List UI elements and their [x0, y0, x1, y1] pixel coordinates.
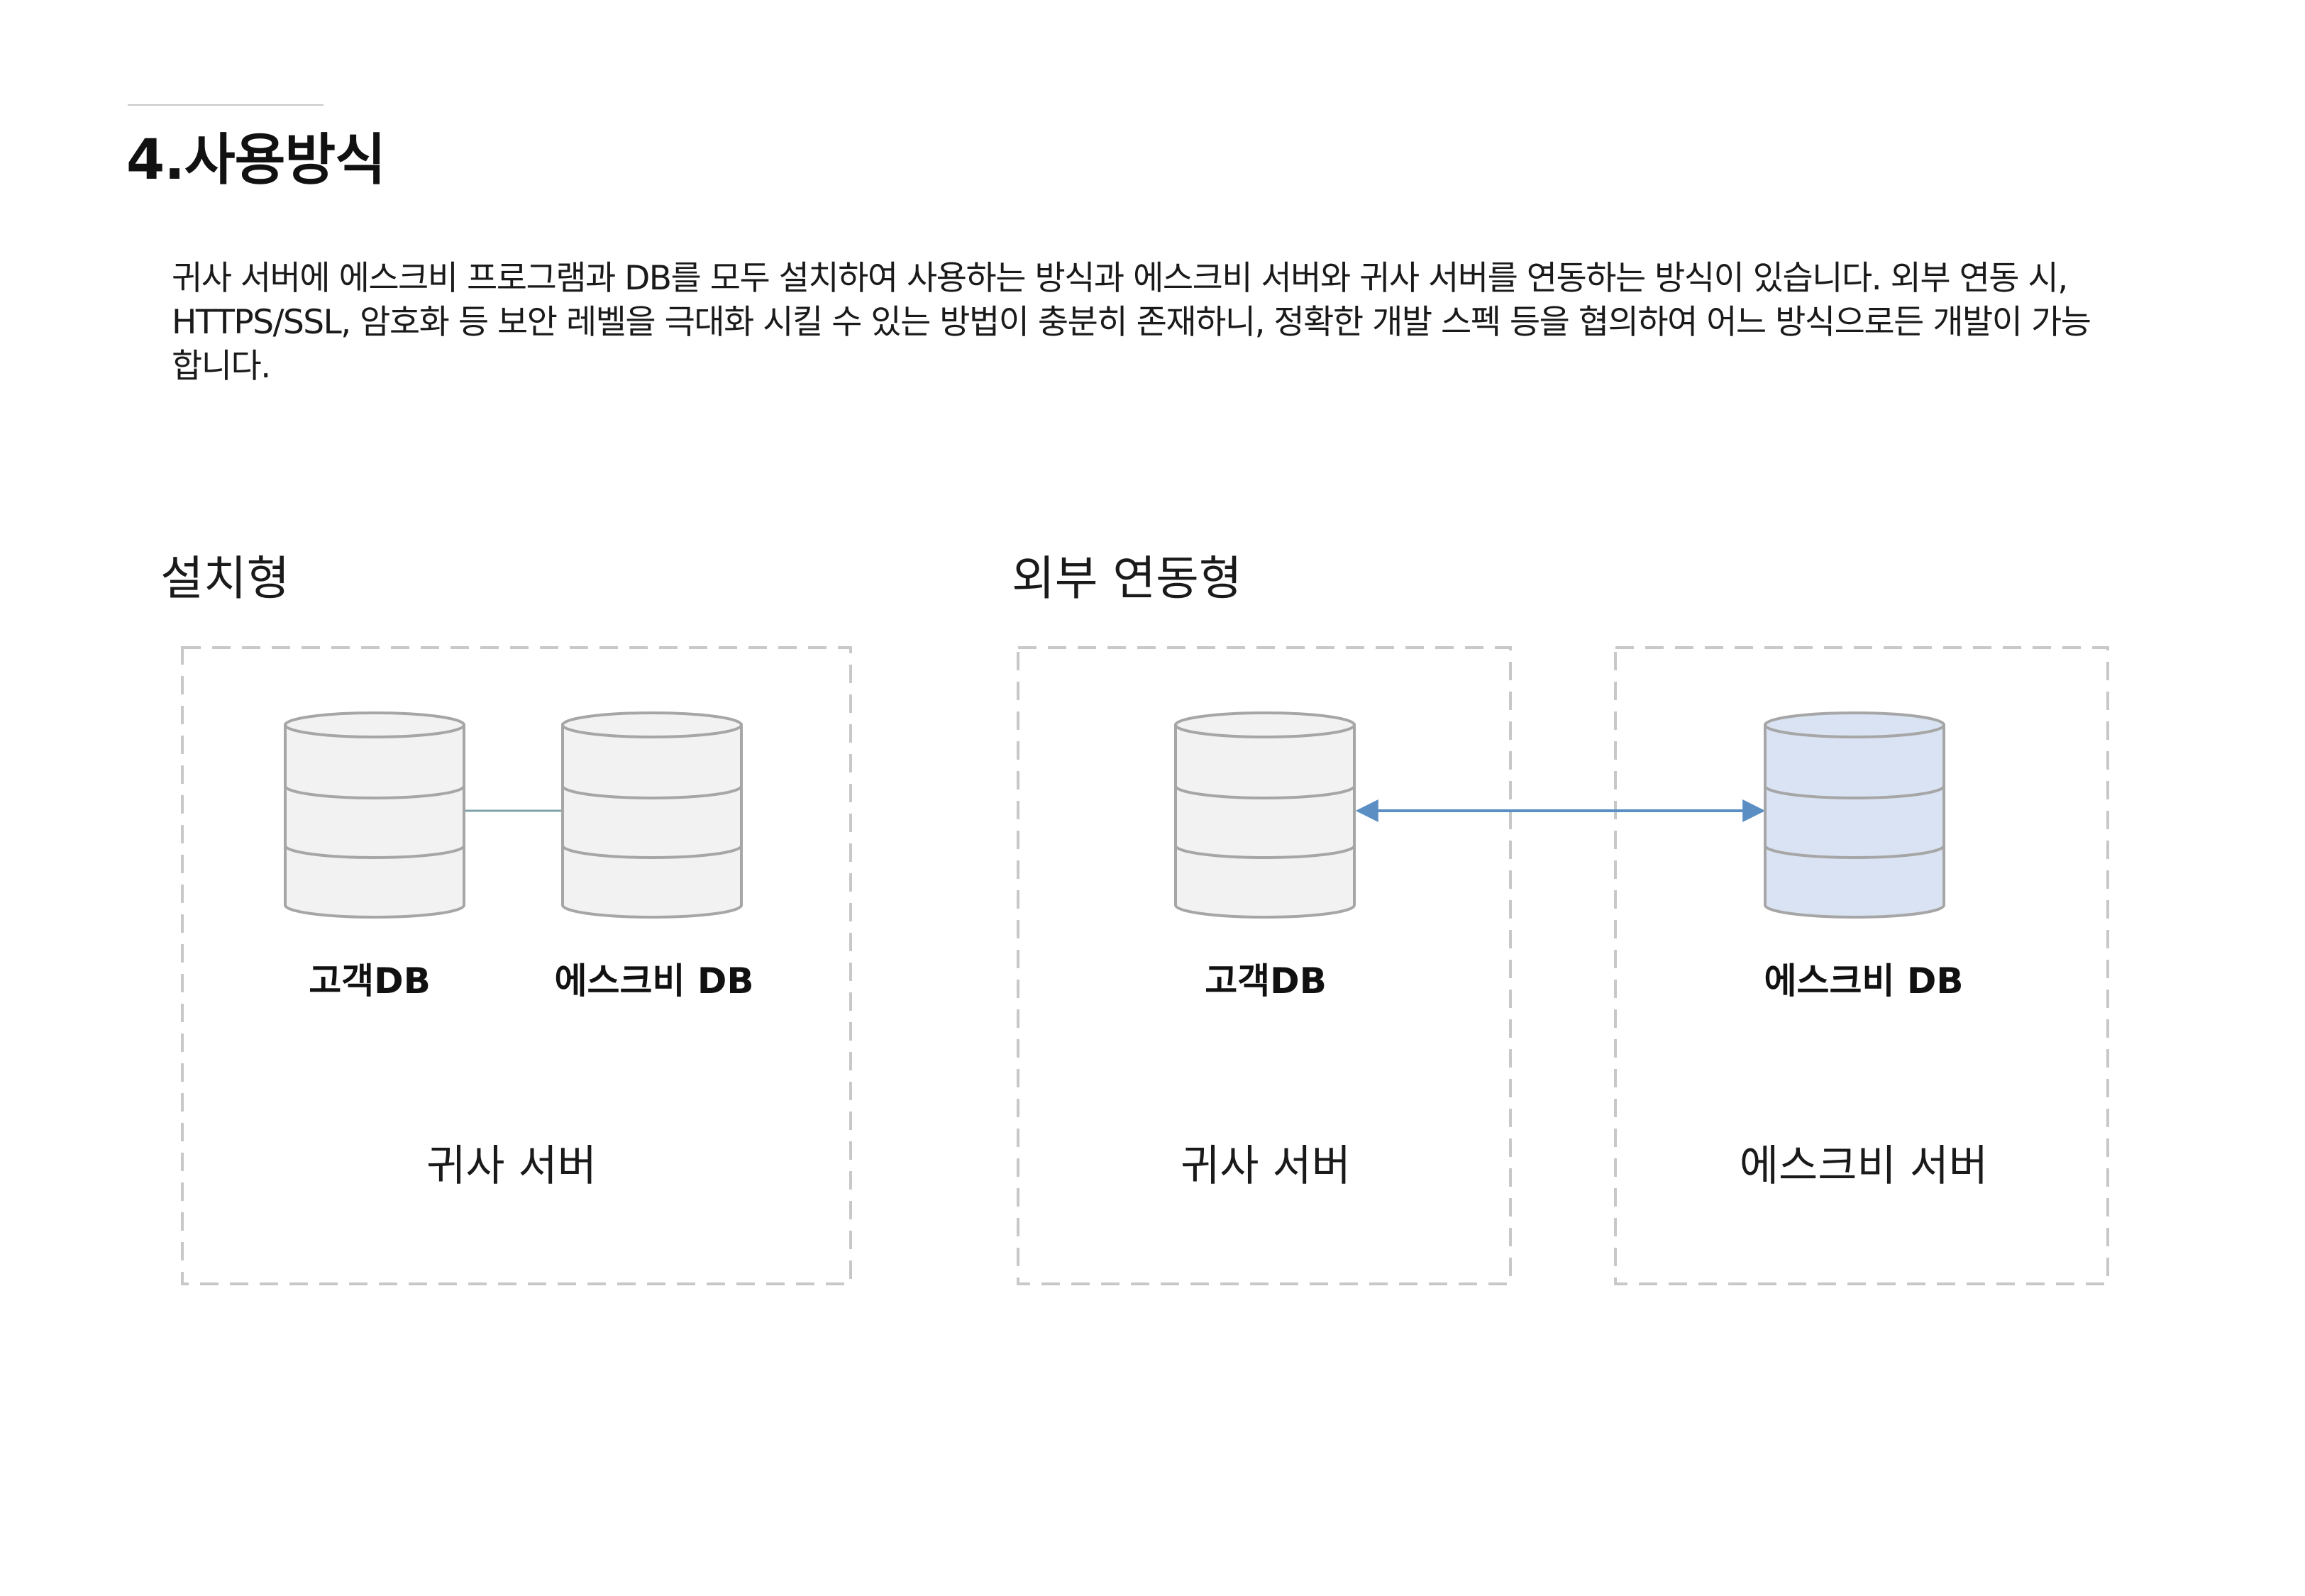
external-eskb-server-label: 에스크비 서버: [1740, 1141, 1988, 1191]
db-tier: [561, 724, 743, 799]
db-tier: [284, 843, 465, 919]
installed-customer-db-label: 고객DB: [309, 960, 431, 1002]
intro-paragraph: 귀사 서버에 에스크비 프로그램과 DB를 모두 설치하여 사용하는 방식과 에…: [172, 259, 2091, 386]
db-tier: [284, 783, 465, 859]
page-title: 4.사용방식: [126, 128, 386, 192]
section-label-external: 외부 연동형: [1012, 551, 1242, 606]
db-tier: [1764, 783, 1945, 859]
db-tier-top: [284, 711, 465, 738]
external-client-server-label: 귀사 서버: [1181, 1141, 1351, 1191]
installed-eskb-db-icon: [561, 711, 743, 919]
installed-server-label: 귀사 서버: [426, 1141, 597, 1191]
db-tier: [1174, 843, 1356, 919]
external-customer-db-label: 고객DB: [1205, 960, 1327, 1002]
title-rule: [128, 104, 324, 106]
external-customer-db-icon: [1174, 711, 1356, 919]
installed-eskb-db-label: 에스크비 DB: [554, 960, 753, 1002]
installed-server-box: [181, 646, 852, 1285]
installed-customer-db-icon: [284, 711, 465, 919]
external-eskb-db-label: 에스크비 DB: [1764, 960, 1963, 1002]
section-label-installed: 설치형: [160, 551, 290, 606]
db-tier: [1174, 783, 1356, 859]
db-tier: [1764, 843, 1945, 919]
db-tier-top: [561, 711, 743, 738]
external-eskb-server-box: [1614, 646, 2109, 1285]
db-tier: [1764, 724, 1945, 799]
db-tier-top: [1174, 711, 1356, 738]
db-tier: [561, 783, 743, 859]
db-tier: [1174, 724, 1356, 799]
external-client-server-box: [1017, 646, 1512, 1285]
db-tier: [561, 843, 743, 919]
db-tier-top: [1764, 711, 1945, 738]
db-tier: [284, 724, 465, 799]
external-eskb-db-icon: [1764, 711, 1945, 919]
